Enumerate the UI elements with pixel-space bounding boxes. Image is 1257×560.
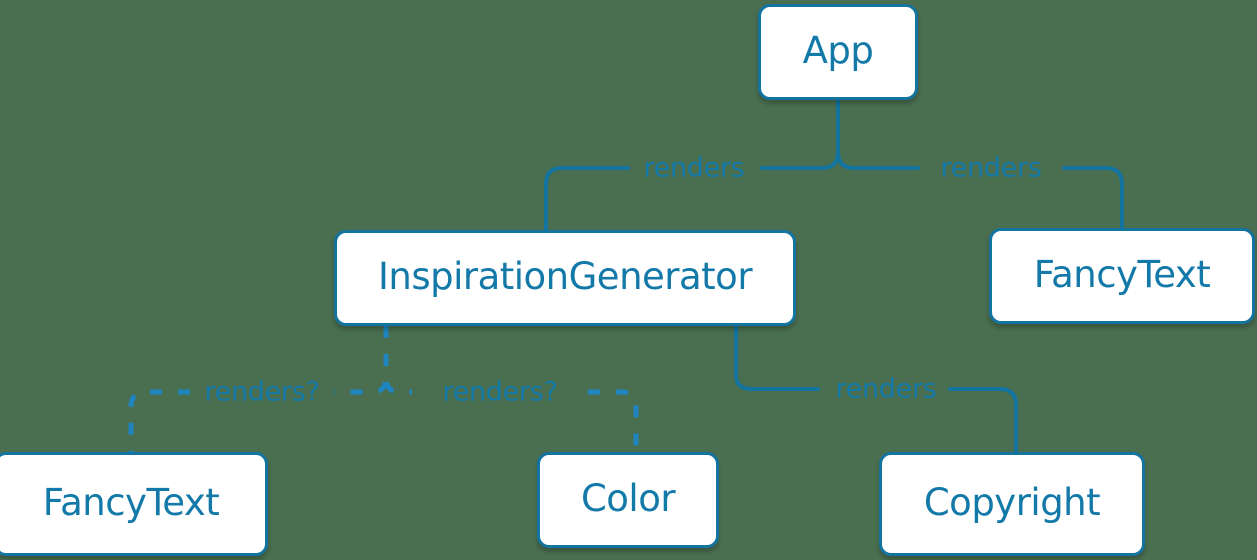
node-copyright-label: Copyright [923, 481, 1101, 524]
edge-label-inspirationgenerator-color: renders? [442, 376, 558, 408]
node-copyright[interactable]: Copyright [879, 452, 1145, 556]
node-color[interactable]: Color [537, 452, 719, 548]
node-inspirationgenerator-label: InspirationGenerator [377, 255, 753, 298]
edge-label-inspirationgenerator-copyright: renders [835, 373, 937, 405]
edge-label-app-fancytext: renders [940, 152, 1042, 184]
edge-label-app-inspirationgenerator: renders [643, 152, 745, 184]
node-app-label: App [802, 29, 874, 72]
edge-label-inspirationgenerator-fancytext: renders? [204, 376, 320, 408]
node-fancytext-bottom-label: FancyText [42, 481, 220, 524]
edge-inspirationgenerator-copyright [734, 324, 1018, 454]
edge-app-fancytext [836, 98, 1124, 230]
edge-inspirationgenerator-color [383, 326, 639, 452]
node-inspirationgenerator[interactable]: InspirationGenerator [334, 230, 796, 326]
node-color-label: Color [580, 477, 676, 520]
edge-inspirationgenerator-fancytext [128, 326, 389, 452]
node-app[interactable]: App [758, 4, 918, 100]
node-fancytext-top[interactable]: FancyText [989, 228, 1255, 324]
node-fancytext-bottom[interactable]: FancyText [0, 452, 268, 556]
node-fancytext-top-label: FancyText [1033, 253, 1211, 296]
